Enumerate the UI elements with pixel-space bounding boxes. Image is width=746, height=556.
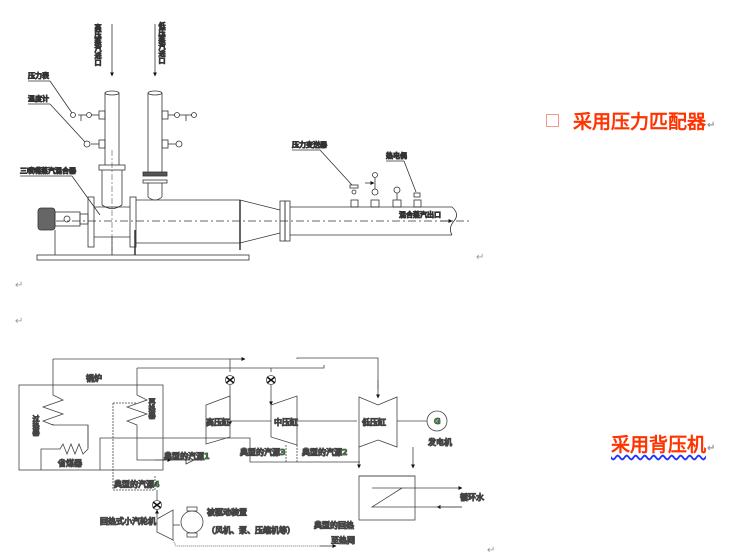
heading-text: 采用背压机 <box>611 434 707 456</box>
driven-device-examples: （风机、泵、压缩机等） <box>207 525 295 535</box>
pressure-gauge-hp <box>70 110 106 121</box>
thermometer-hp <box>83 139 106 149</box>
heading-pressure-matcher: 采用压力匹配器↵ <box>546 107 715 134</box>
mixer-label: 三喷嘴蒸汽混合器 <box>20 166 77 175</box>
return-label-2: 至热网 <box>331 535 355 545</box>
driven-device <box>180 510 204 534</box>
empty-checkbox-icon <box>546 114 559 127</box>
paragraph-mark: ↵ <box>707 443 716 454</box>
thermometer-label: 温度计 <box>28 94 49 103</box>
source-2-label: 典型的汽源2 <box>302 447 348 457</box>
condenser <box>358 475 416 521</box>
outlet-instruments <box>349 172 422 208</box>
economizer-coil <box>40 425 89 470</box>
superheater-coil <box>41 359 65 426</box>
hp-turbine <box>205 395 231 445</box>
pressure-gauge-lp <box>161 110 197 121</box>
source-4-label: 典型的汽源4 <box>114 479 160 489</box>
valve-ip <box>266 368 276 406</box>
paragraph-mark: ↵ <box>15 316 24 327</box>
thermocouple-label: 热电偶 <box>386 151 407 160</box>
generator-label: 发电机 <box>427 437 452 447</box>
pressure-gauge-label: 压力表 <box>28 71 50 80</box>
hp-inlet-label: 高压蒸汽进口 <box>94 23 102 67</box>
paragraph-mark: ↵ <box>476 252 485 263</box>
heading-text: 采用压力匹配器 <box>573 111 707 133</box>
base-plate <box>36 254 250 261</box>
heading-back-pressure-turbine: 采用背压机↵ <box>611 430 715 457</box>
small-turbine-label: 回热式小汽轮机 <box>100 516 156 526</box>
generator-symbol: G <box>434 417 441 426</box>
paragraph-mark: ↵ <box>15 280 24 291</box>
paragraph-mark: ↵ <box>707 120 716 131</box>
driven-device-label: 被驱动装置 <box>207 507 247 517</box>
hp-cylinder-label: 高压缸 <box>206 417 230 427</box>
reheater-coil <box>125 368 149 448</box>
economizer-label: 省煤器 <box>57 458 83 468</box>
lp-cylinder-label: 低压缸 <box>361 417 386 427</box>
boiler-box <box>18 384 164 471</box>
lp-inlet-label: 低压蒸汽进口 <box>158 21 167 65</box>
mixer-body <box>40 150 470 255</box>
condenser-coil <box>370 487 404 508</box>
reheater-label: 再热器 <box>148 398 157 420</box>
lp-pipe <box>142 90 168 201</box>
valve-small-turbine <box>152 490 162 518</box>
source-1-label: 典型的汽源1 <box>164 451 210 461</box>
superheater-label: 过热器 <box>32 414 41 437</box>
thermometer-lp <box>161 139 183 149</box>
hp-pipe <box>98 90 126 209</box>
cooling-water-label: 循环水 <box>459 492 485 502</box>
actuator <box>37 207 89 231</box>
generator <box>426 410 448 432</box>
paragraph-mark: ↵ <box>487 545 496 556</box>
boiler-label: 锅炉 <box>85 373 102 383</box>
return-label-1: 典型的回热 <box>314 520 354 530</box>
source-3-label: 典型的汽源3 <box>240 447 286 457</box>
mixed-outlet-label: 混合蒸汽出口 <box>399 210 441 219</box>
ip-cylinder-label: 中压缸 <box>274 417 298 427</box>
small-turbine <box>156 509 174 541</box>
pressure-transmitter-label: 压力变送器 <box>292 140 328 149</box>
